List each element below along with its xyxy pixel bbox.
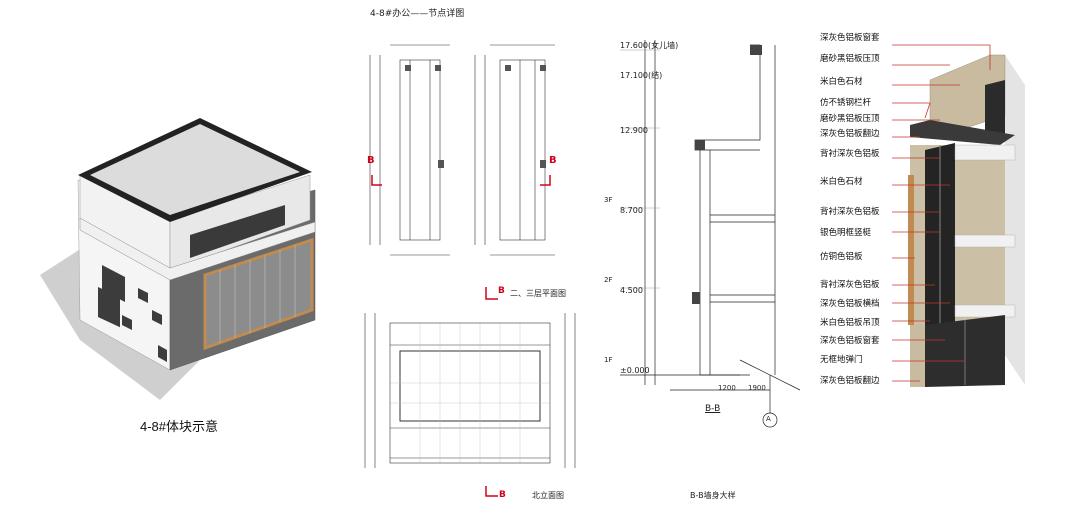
section-caption: B-B墙身大样: [690, 491, 736, 500]
callout-label: 磨砂黑铝板压顶: [820, 54, 880, 64]
callout-label: 深灰色铝板翻边: [820, 129, 880, 139]
plan-drawings: [350, 25, 580, 290]
floor-mark: 1F: [604, 356, 613, 364]
wall-section: [600, 30, 805, 435]
floor-mark: 3F: [604, 196, 613, 204]
callout-label: 背衬深灰色铝板: [820, 149, 880, 159]
level-label: 17.100(结): [620, 71, 663, 80]
callout-label: 银色明框竖梃: [820, 228, 872, 238]
callout-label: 深灰色铝板翻边: [820, 376, 880, 386]
dim-label: 1900: [748, 384, 766, 392]
elevation-marker: [484, 484, 504, 506]
elevation-section-mark: B: [499, 490, 506, 500]
callout-label: 仿铜色铝板: [820, 252, 863, 262]
callout-label: 仿不锈钢栏杆: [820, 98, 872, 108]
callout-label: 背衬深灰色铝板: [820, 207, 880, 217]
dim-label: 1200: [718, 384, 736, 392]
callout-label: 深灰色铝板横档: [820, 299, 880, 309]
section-marker-right: B: [549, 155, 557, 166]
level-label: 4.500: [620, 286, 643, 295]
facade-3d-section: [800, 25, 1080, 405]
level-label: ±0.000: [620, 366, 650, 375]
callout-label: 无框地弹门: [820, 355, 863, 365]
callout-label: 米白色石材: [820, 177, 863, 187]
callout-label: 米白色铝板吊顶: [820, 318, 880, 328]
callout-label: 深灰色铝板窗套: [820, 336, 880, 346]
section-ref-label: B-B: [705, 404, 721, 414]
plan-section-mark: B: [498, 286, 505, 296]
callout-label: 磨砂黑铝板压顶: [820, 114, 880, 124]
level-label: 17.600(女儿墙): [620, 41, 679, 50]
elevation-caption: 北立面图: [532, 491, 564, 500]
north-elevation: [350, 303, 585, 473]
level-label: 12.900: [620, 126, 648, 135]
axis-bubble-label: A: [766, 415, 771, 423]
section-marker-left: B: [367, 155, 375, 166]
floor-mark: 2F: [604, 276, 613, 284]
callout-label: 深灰色铝板窗套: [820, 33, 880, 43]
level-label: 8.700: [620, 206, 643, 215]
massing-caption: 4-8#体块示意: [140, 419, 219, 434]
callout-leaders: [800, 0, 1080, 420]
plan-marker: [484, 285, 504, 307]
callout-label: 背衬深灰色铝板: [820, 280, 880, 290]
detail-sheet-title: 4-8#办公——节点详图: [370, 9, 465, 19]
plan-caption: 二、三层平面图: [510, 289, 566, 298]
callout-label: 米白色石材: [820, 77, 863, 87]
massing-model: [40, 100, 330, 400]
